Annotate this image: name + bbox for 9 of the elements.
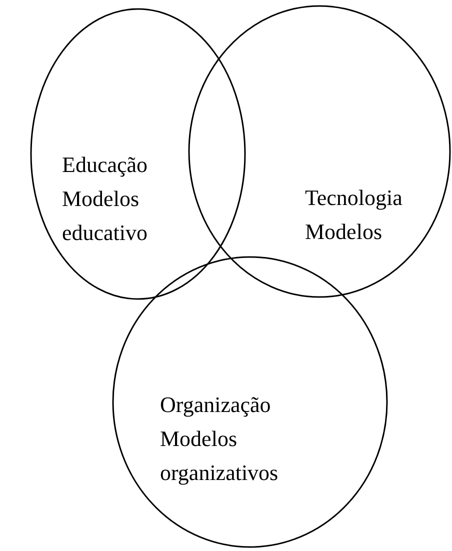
circle-heading: Educação [62,151,148,179]
circle-heading: Tecnologia [305,184,404,212]
circle-label: Modelos [305,218,383,246]
circle-heading: Organização [160,391,272,419]
circle-label: Modelos educativo [62,185,149,247]
circle-label: Modelos organizativos [160,425,280,487]
venn-circle [112,256,388,548]
venn-circle [188,5,451,298]
venn-circle [30,8,246,300]
